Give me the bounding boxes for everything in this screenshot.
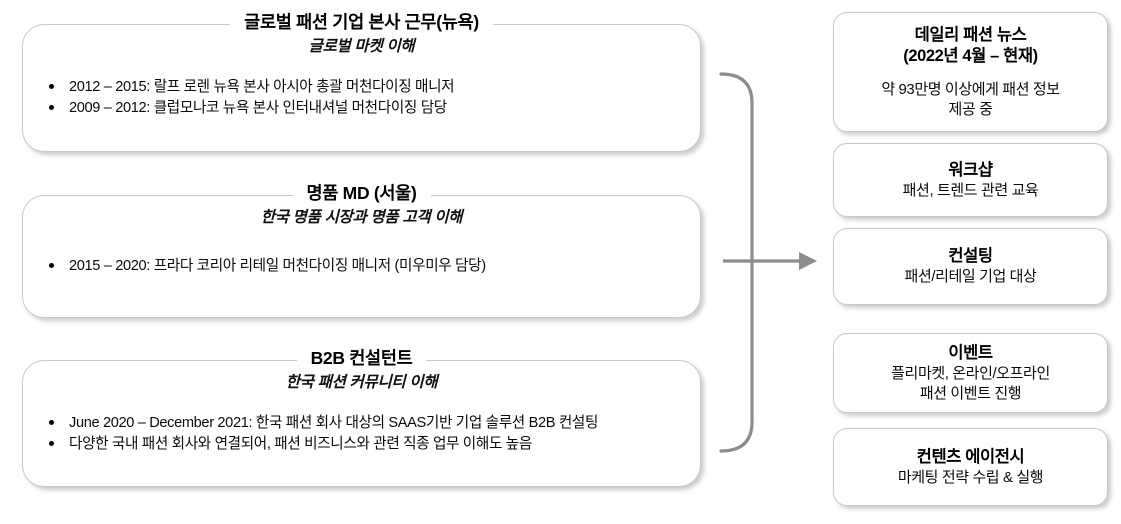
bullet-dot	[49, 263, 54, 268]
list-item: 2009 – 2012: 클럽모나코 뉴욕 본사 인터내셔널 머천다이징 담당	[39, 98, 684, 118]
bullet-dot	[49, 420, 54, 425]
experience-box-subtitle: 한국 패션 커뮤니티 이해	[285, 374, 438, 391]
experience-box-subtitle: 글로벌 마켓 이해	[308, 38, 415, 55]
experience-box-luxury-md[interactable]: 명품 MD (서울) 한국 명품 시장과 명품 고객 이해 2015 – 202…	[22, 183, 701, 318]
experience-box-subtitle: 한국 명품 시장과 명품 고객 이해	[260, 209, 463, 226]
activity-description: 패션/리테일 기업 대상	[904, 268, 1037, 285]
brace-icon	[719, 72, 754, 453]
activity-title: 워크샵	[948, 160, 993, 179]
list-item: 2012 – 2015: 랄프 로렌 뉴욕 본사 아시아 총괄 머천다이징 매니…	[39, 77, 684, 97]
activity-box-daily-fashion-news[interactable]: 데일리 패션 뉴스 (2022년 4월 – 현재) 약 93만명 이상에게 패션…	[833, 12, 1108, 132]
activity-description: 패션, 트렌드 관련 교육	[902, 181, 1039, 199]
list-item: 다양한 국내 패션 회사와 연결되어, 패션 비즈니스와 관련 직종 업무 이해…	[39, 434, 684, 454]
activity-box-workshop[interactable]: 워크샵 패션, 트렌드 관련 교육	[833, 143, 1108, 217]
activity-box-event[interactable]: 이벤트 플리마켓, 온라인/오프라인 패션 이벤트 진행	[833, 333, 1108, 413]
activity-description: 약 93만명 이상에게 패션 정보 제공 중	[881, 80, 1060, 118]
bullet-dot	[49, 105, 54, 110]
activity-title: 데일리 패션 뉴스 (2022년 4월 – 현재)	[903, 25, 1038, 65]
experience-box-title: 글로벌 패션 기업 본사 근무(뉴욕)	[23, 12, 700, 33]
activity-description: 플리마켓, 온라인/오프라인 패션 이벤트 진행	[891, 364, 1050, 402]
activity-title: 컨텐츠 에이전시	[916, 447, 1025, 466]
experience-box-global-fashion[interactable]: 글로벌 패션 기업 본사 근무(뉴욕) 글로벌 마켓 이해 2012 – 201…	[22, 12, 701, 152]
brace-arrow-connector	[719, 72, 817, 453]
list-item: 2015 – 2020: 프라다 코리아 리테일 머천다이징 매니저 (미우미우…	[39, 256, 684, 276]
experience-bullet-list: 2012 – 2015: 랄프 로렌 뉴욕 본사 아시아 총괄 머천다이징 매니…	[39, 77, 684, 118]
experience-box-title: 명품 MD (서울)	[23, 183, 700, 204]
activity-box-consulting[interactable]: 컨설팅 패션/리테일 기업 대상	[833, 228, 1108, 305]
bullet-dot	[49, 441, 54, 446]
activity-box-contents-agency[interactable]: 컨텐츠 에이전시 마케팅 전략 수립 & 실행	[833, 428, 1108, 506]
experience-bullet-list: 2015 – 2020: 프라다 코리아 리테일 머천다이징 매니저 (미우미우…	[39, 256, 684, 276]
experience-bullet-list: June 2020 – December 2021: 한국 패션 회사 대상의 …	[39, 413, 684, 454]
activity-description: 마케팅 전략 수립 & 실행	[897, 468, 1044, 486]
bullet-dot	[49, 84, 54, 89]
activity-title: 이벤트	[948, 343, 993, 362]
activity-title: 컨설팅	[948, 247, 993, 265]
arrow-head-icon	[799, 252, 817, 270]
experience-box-b2b-consultant[interactable]: B2B 컨설턴트 한국 패션 커뮤니티 이해 June 2020 – Decem…	[22, 348, 701, 487]
list-item: June 2020 – December 2021: 한국 패션 회사 대상의 …	[39, 413, 684, 433]
experience-box-title: B2B 컨설턴트	[23, 348, 700, 369]
